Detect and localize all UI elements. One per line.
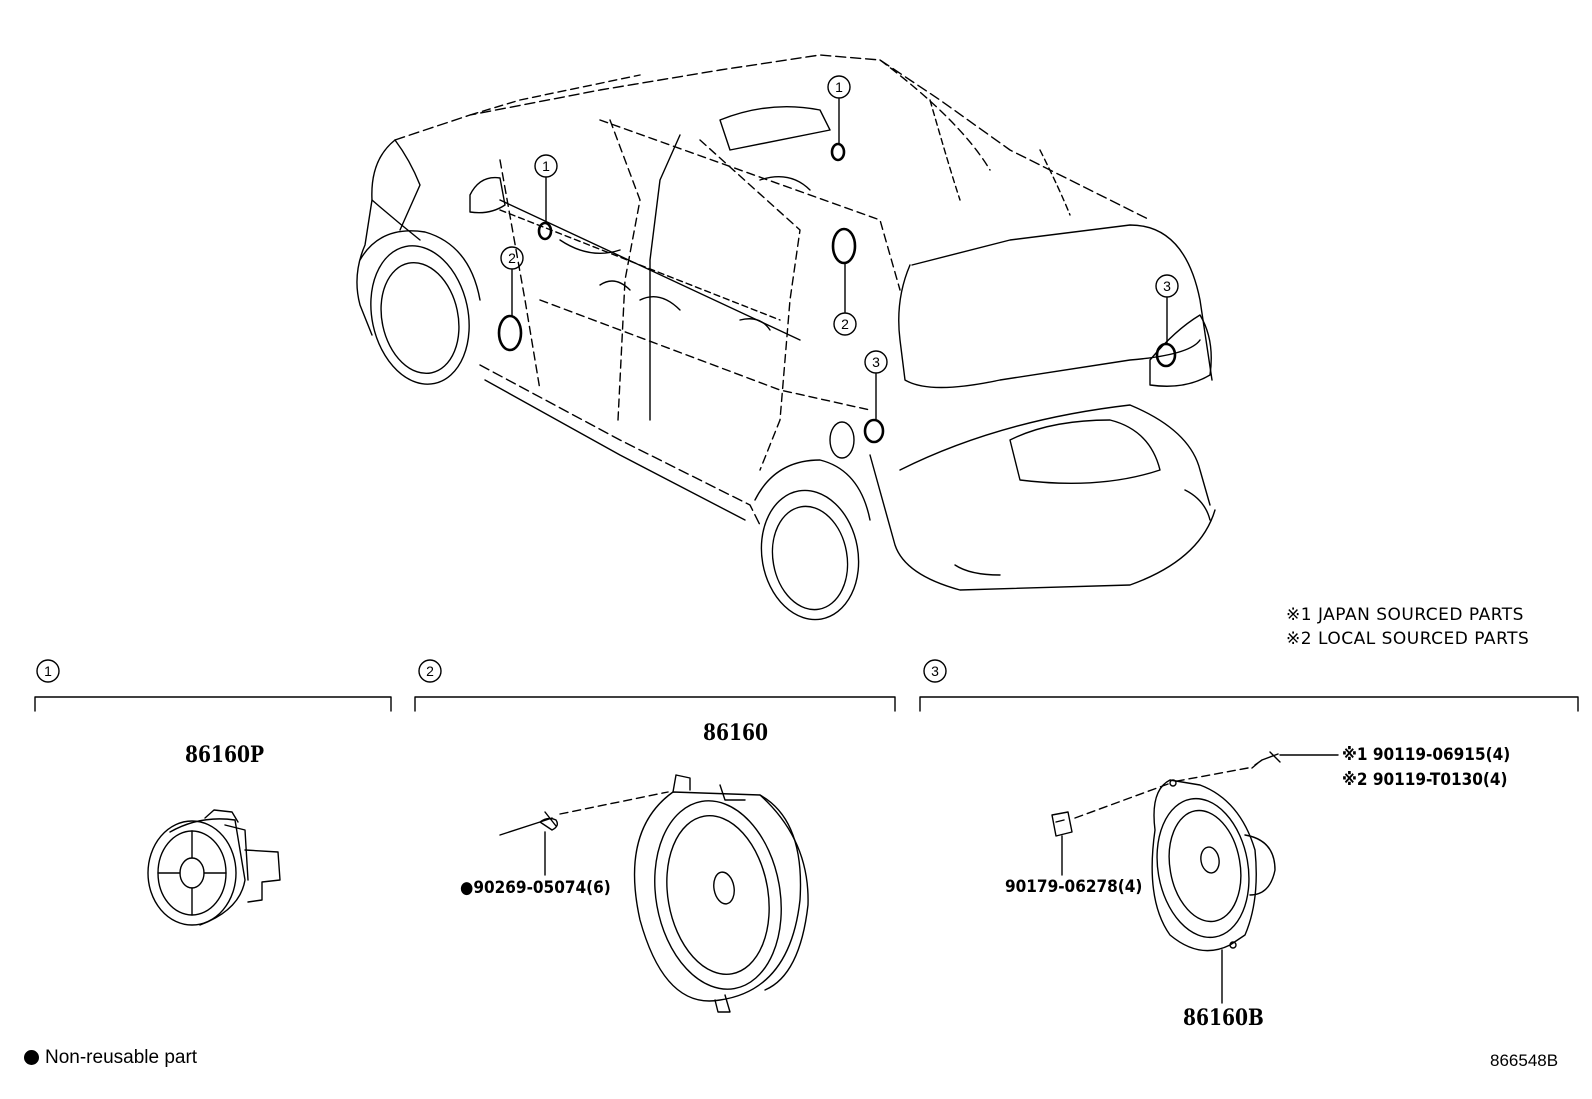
part-number-rivet: ●90269-05074(6): [460, 878, 611, 898]
vehicle-illustration: [356, 54, 1216, 621]
legend-dot-icon: [24, 1050, 39, 1065]
group-num-2: 2: [426, 663, 434, 679]
callout-circle-3a: [864, 350, 888, 374]
part-number-screw-japan: ※1 90119-06915(4): [1342, 745, 1511, 765]
callout-circle-3b: [1155, 274, 1179, 298]
callout-num-3b: 3: [1163, 278, 1171, 294]
callout-circle-1b: [827, 75, 851, 99]
location-1-front-left: [537, 221, 553, 241]
part-number-86160: 86160: [703, 720, 769, 746]
bracket-1: [34, 696, 392, 712]
group-brackets: [34, 696, 1579, 712]
nut-90179-06278: [1051, 811, 1073, 837]
group-num-1: 1: [44, 663, 52, 679]
rivet-90269-05074: [499, 811, 559, 836]
location-2-front-door-right: [831, 227, 857, 265]
group-circle-3: [923, 659, 947, 683]
location-2-front-door-left: [497, 314, 523, 352]
illustration-ref-number: 866548B: [1490, 1051, 1559, 1070]
callout-num-2b: 2: [841, 316, 849, 332]
group-circle-2: [418, 659, 442, 683]
bracket-3: [919, 696, 1579, 712]
bracket-2: [414, 696, 896, 712]
callout-leaders: [511, 98, 1168, 420]
legend-non-reusable: Non-reusable part: [24, 1047, 197, 1069]
callout-num-1a: 1: [542, 158, 550, 174]
callout-circle-1a: [534, 154, 558, 178]
note-japan-sourced: ※1 JAPAN SOURCED PARTS: [1286, 605, 1524, 625]
location-3-rear-left: [863, 418, 885, 444]
group-circle-1: [36, 659, 60, 683]
callout-circle-2a: [500, 246, 524, 270]
speaker-locations: [497, 142, 1177, 444]
callout-num-1b: 1: [835, 79, 843, 95]
callout-num-3a: 3: [872, 354, 880, 370]
callout-circles: [36, 75, 1179, 683]
part-number-screw-local: ※2 90119-T0130(4): [1342, 770, 1508, 790]
tweeter-86160p-illustration: [147, 809, 281, 926]
group-num-3: 3: [931, 663, 939, 679]
callout-num-2a: 2: [508, 250, 516, 266]
screw-90119: [1251, 751, 1281, 769]
location-1-front-right: [830, 142, 846, 162]
location-3-rear-right: [1155, 342, 1177, 368]
speaker-86160b-illustration: [1051, 751, 1339, 1004]
non-reusable-mark: ●: [460, 878, 474, 898]
legend-text: Non-reusable part: [45, 1047, 198, 1068]
part-number-86160p: 86160P: [185, 742, 265, 768]
rivet-part-number: 90269-05074(6): [473, 878, 611, 898]
speaker-86160-illustration: [499, 774, 809, 1013]
note-local-sourced: ※2 LOCAL SOURCED PARTS: [1286, 629, 1530, 649]
part-number-nut: 90179-06278(4): [1005, 877, 1143, 897]
part-number-86160b: 86160B: [1183, 1005, 1264, 1031]
callout-circle-2b: [833, 312, 857, 336]
